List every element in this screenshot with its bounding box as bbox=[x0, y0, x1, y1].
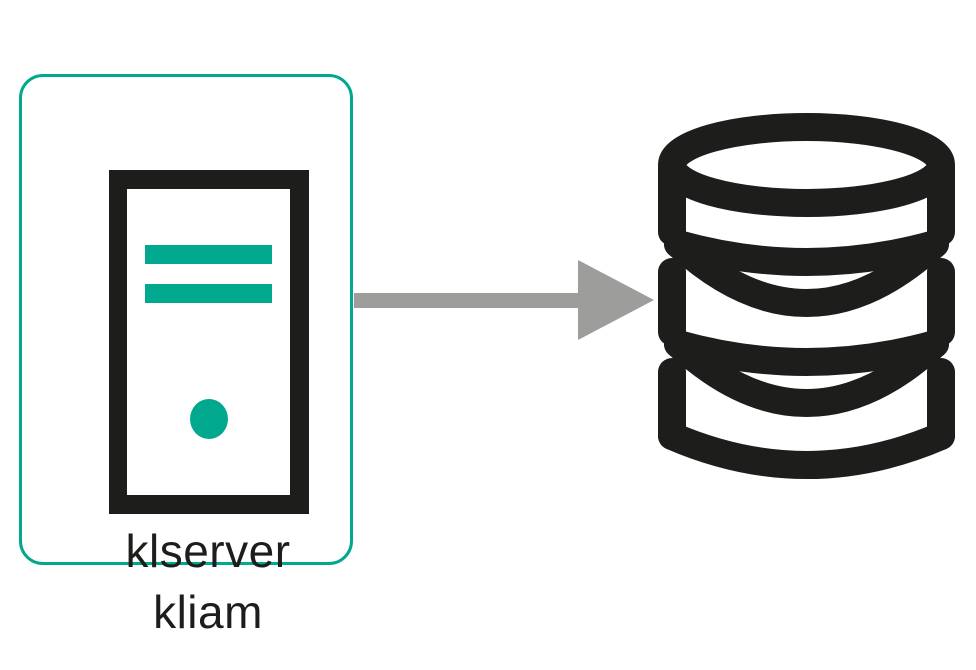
server-tower-body bbox=[127, 189, 290, 495]
database-icon bbox=[658, 113, 955, 479]
junction2-upper-arc bbox=[664, 330, 949, 376]
junction1-upper-arc bbox=[664, 230, 949, 276]
junction2-lower-arc bbox=[664, 330, 949, 417]
server-label-line1: klserver bbox=[125, 525, 291, 577]
server-power-button-dot bbox=[190, 399, 228, 439]
server-node-label: klserver kliam bbox=[41, 521, 375, 643]
server-drive-bay-bar bbox=[145, 245, 272, 264]
server-node-box: klserver kliam bbox=[19, 74, 353, 638]
server-drive-bay-bar bbox=[145, 284, 272, 303]
arrow-head bbox=[578, 260, 654, 340]
junction1-lower-arc bbox=[664, 230, 949, 317]
arrow-shaft bbox=[354, 293, 580, 308]
database-bottom-arc bbox=[658, 422, 955, 479]
server-label-line2: kliam bbox=[153, 586, 263, 638]
